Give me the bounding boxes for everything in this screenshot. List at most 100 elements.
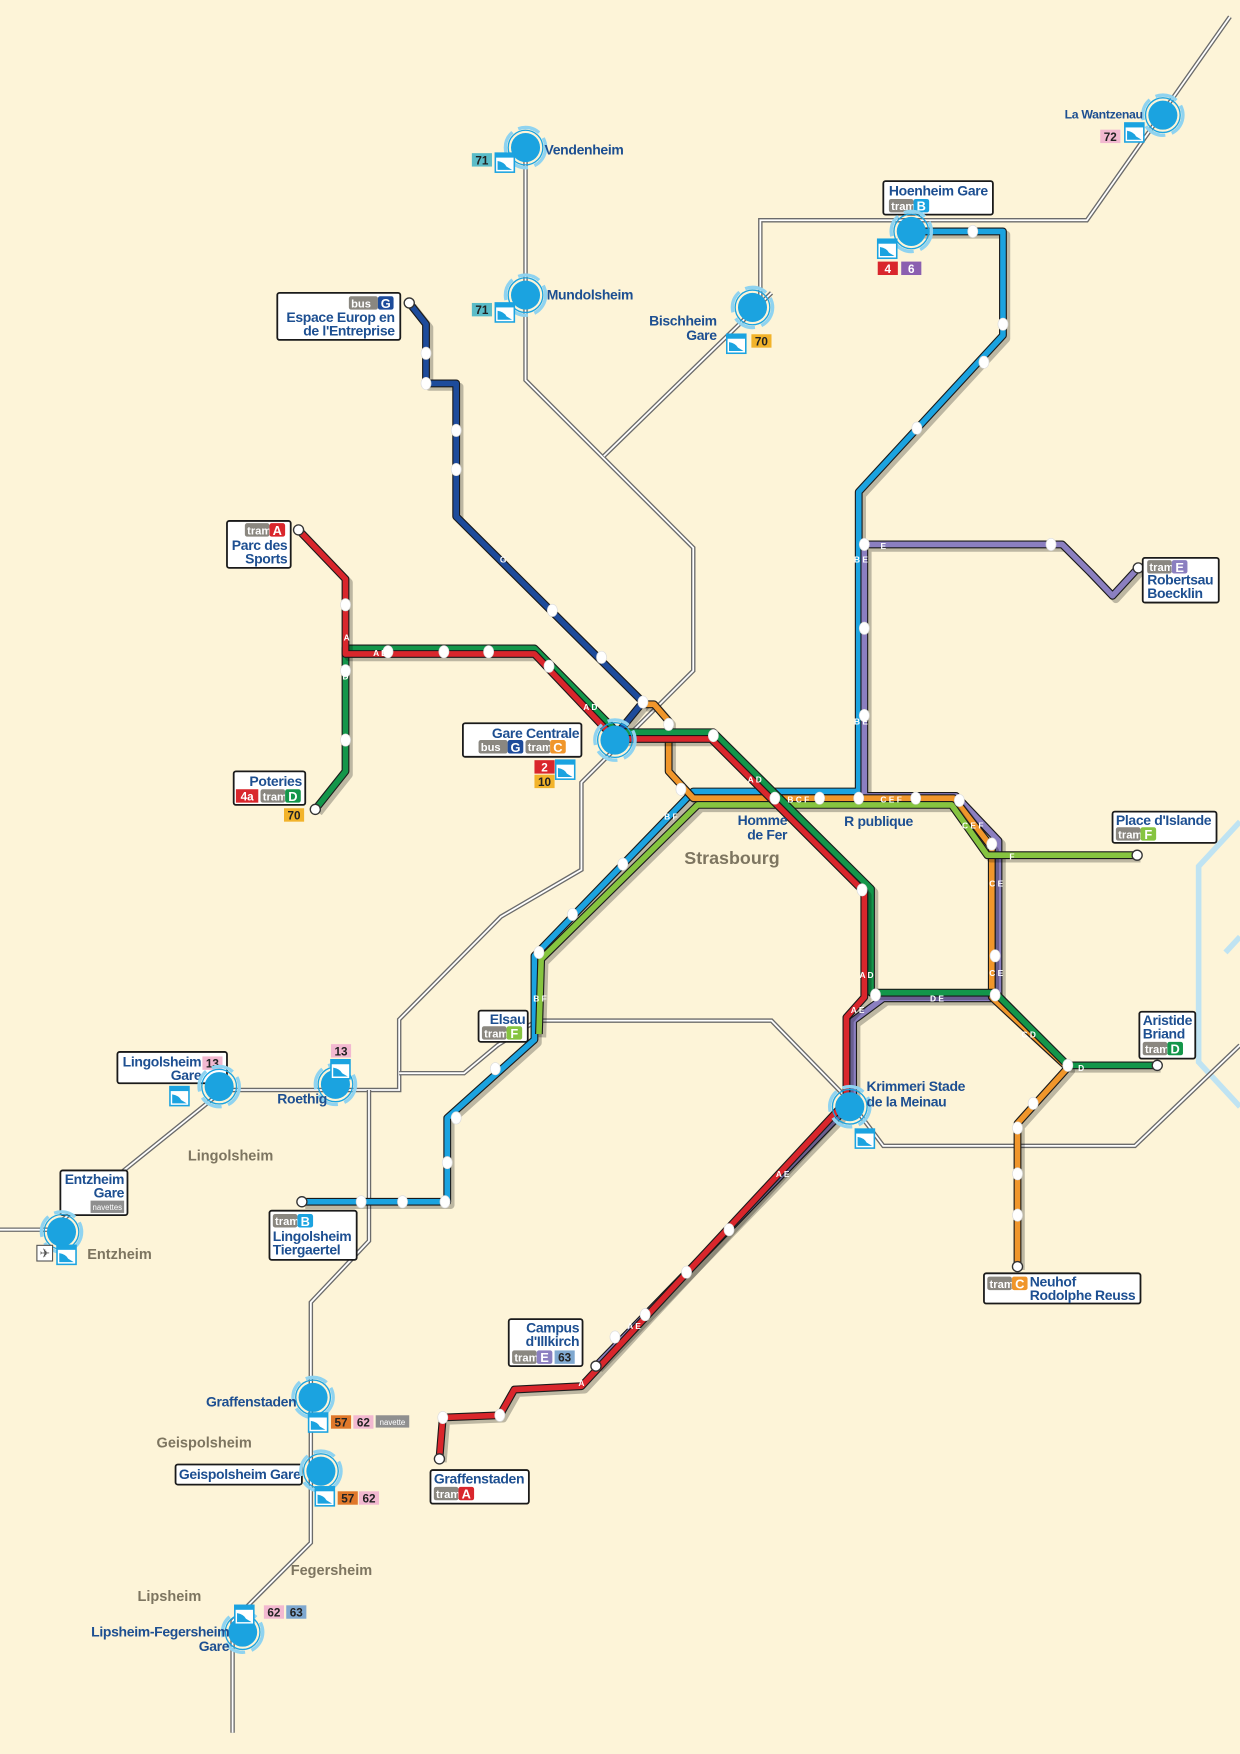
stop-marker <box>543 659 555 673</box>
stop-marker <box>1027 1096 1039 1110</box>
station-mundolsheim: Mundolsheim 71 <box>471 273 633 323</box>
stop-marker <box>723 1223 735 1237</box>
station-name: Bischheim <box>649 312 717 328</box>
line-letter: F <box>510 1026 518 1041</box>
train-icon-header <box>315 1486 335 1492</box>
train-station-icon <box>494 152 516 173</box>
track-label: B F <box>533 994 547 1004</box>
station-name: Neuhof <box>1030 1274 1077 1290</box>
stop-marker <box>617 857 629 871</box>
bus-number-badge <box>235 789 259 803</box>
tram-badge <box>525 740 551 754</box>
tram-badge <box>987 1276 1012 1291</box>
train-icon-glyph <box>729 342 744 352</box>
train-icon-glyph <box>497 310 513 320</box>
tram-label: tram <box>528 742 552 754</box>
track-label: B E <box>854 716 868 726</box>
stop-marker <box>858 708 870 722</box>
stop-marker <box>489 1062 501 1076</box>
bus-number-badge <box>330 1415 352 1429</box>
line-letter: E <box>540 1350 549 1365</box>
stop-marker <box>997 317 1009 331</box>
river-branch <box>1223 934 1240 955</box>
track-label: D <box>342 672 348 682</box>
bus-number: 71 <box>475 304 489 317</box>
station-name: Gare <box>686 327 717 343</box>
interchange-hub-icon <box>1141 93 1185 137</box>
bus-number-badge <box>1100 129 1121 144</box>
bus-number-badge <box>337 1491 358 1505</box>
stop-marker <box>663 717 675 731</box>
navette-label: navettes <box>93 1203 123 1212</box>
station-name: Poteries <box>249 773 302 789</box>
bus-number-badge <box>554 1350 575 1364</box>
tram-label: tram <box>263 791 287 803</box>
train-station-icon <box>307 1412 329 1433</box>
station-name: Gare <box>171 1067 202 1083</box>
track-label: A <box>344 633 350 643</box>
line-F <box>536 802 1138 1035</box>
line-badge <box>506 1026 523 1040</box>
stop-marker <box>858 537 870 551</box>
train-icon-glyph <box>497 160 513 170</box>
line-letter: A <box>273 523 282 538</box>
stop-marker <box>953 793 965 807</box>
stop-marker <box>609 1330 621 1344</box>
track-label: D E <box>930 994 944 1004</box>
terminus-marker <box>1131 849 1143 861</box>
stop-marker <box>1012 1208 1023 1222</box>
hub-inner-ring <box>1144 97 1181 134</box>
hub-ring <box>593 718 637 762</box>
station-name: Mundolsheim <box>547 287 633 303</box>
stop-marker <box>1012 1121 1023 1135</box>
interchange-hub-icon <box>827 1084 872 1129</box>
tram-label: tram <box>891 201 915 213</box>
train-icon-header <box>234 1605 254 1610</box>
hub-core <box>510 133 541 163</box>
interchange-hub-icon <box>197 1064 241 1109</box>
train-icon-header <box>330 1059 350 1065</box>
track-label: D <box>1078 1063 1084 1073</box>
town-label: Geispolsheim <box>157 1436 252 1452</box>
stop-marker <box>639 1308 651 1322</box>
hub-core <box>835 1092 865 1122</box>
rail-line-inner <box>0 134 695 1231</box>
train-station-icon <box>725 333 747 355</box>
tram-badge <box>1115 827 1141 841</box>
bus-number: 6 <box>908 263 915 276</box>
hub-ring <box>1141 93 1185 137</box>
bus-number: 62 <box>362 1492 376 1505</box>
stop-marker <box>450 463 462 477</box>
train-icon-header <box>495 153 515 158</box>
station-name: Boecklin <box>1147 585 1203 601</box>
train-icon-glyph <box>59 1253 74 1263</box>
tram-badge <box>433 1486 459 1501</box>
bus-number-badge <box>471 153 492 167</box>
station-name: Espace Europ en <box>286 309 394 325</box>
navette-label: navette <box>380 1418 406 1427</box>
track-label: G <box>500 554 507 564</box>
train-station-icon <box>169 1085 190 1107</box>
line-badge <box>913 198 930 213</box>
town-label: Entzheim <box>87 1247 152 1263</box>
interchange-hub-icon <box>503 273 548 317</box>
stop-marker <box>546 603 558 617</box>
train-station-icon <box>554 759 576 780</box>
stop-marker <box>978 355 990 369</box>
stop-marker <box>450 423 462 437</box>
track-label: B C F <box>787 795 809 805</box>
interchange-hub-icon <box>889 209 934 254</box>
hub-inner-ring <box>507 129 544 166</box>
hub-core <box>510 280 541 310</box>
station-labels: StrasbourgLingolsheimEntzheimGeispolshei… <box>36 93 1220 1654</box>
bus-number: 2 <box>541 761 548 774</box>
tram-badge <box>244 523 270 537</box>
stop-marker <box>769 791 781 805</box>
